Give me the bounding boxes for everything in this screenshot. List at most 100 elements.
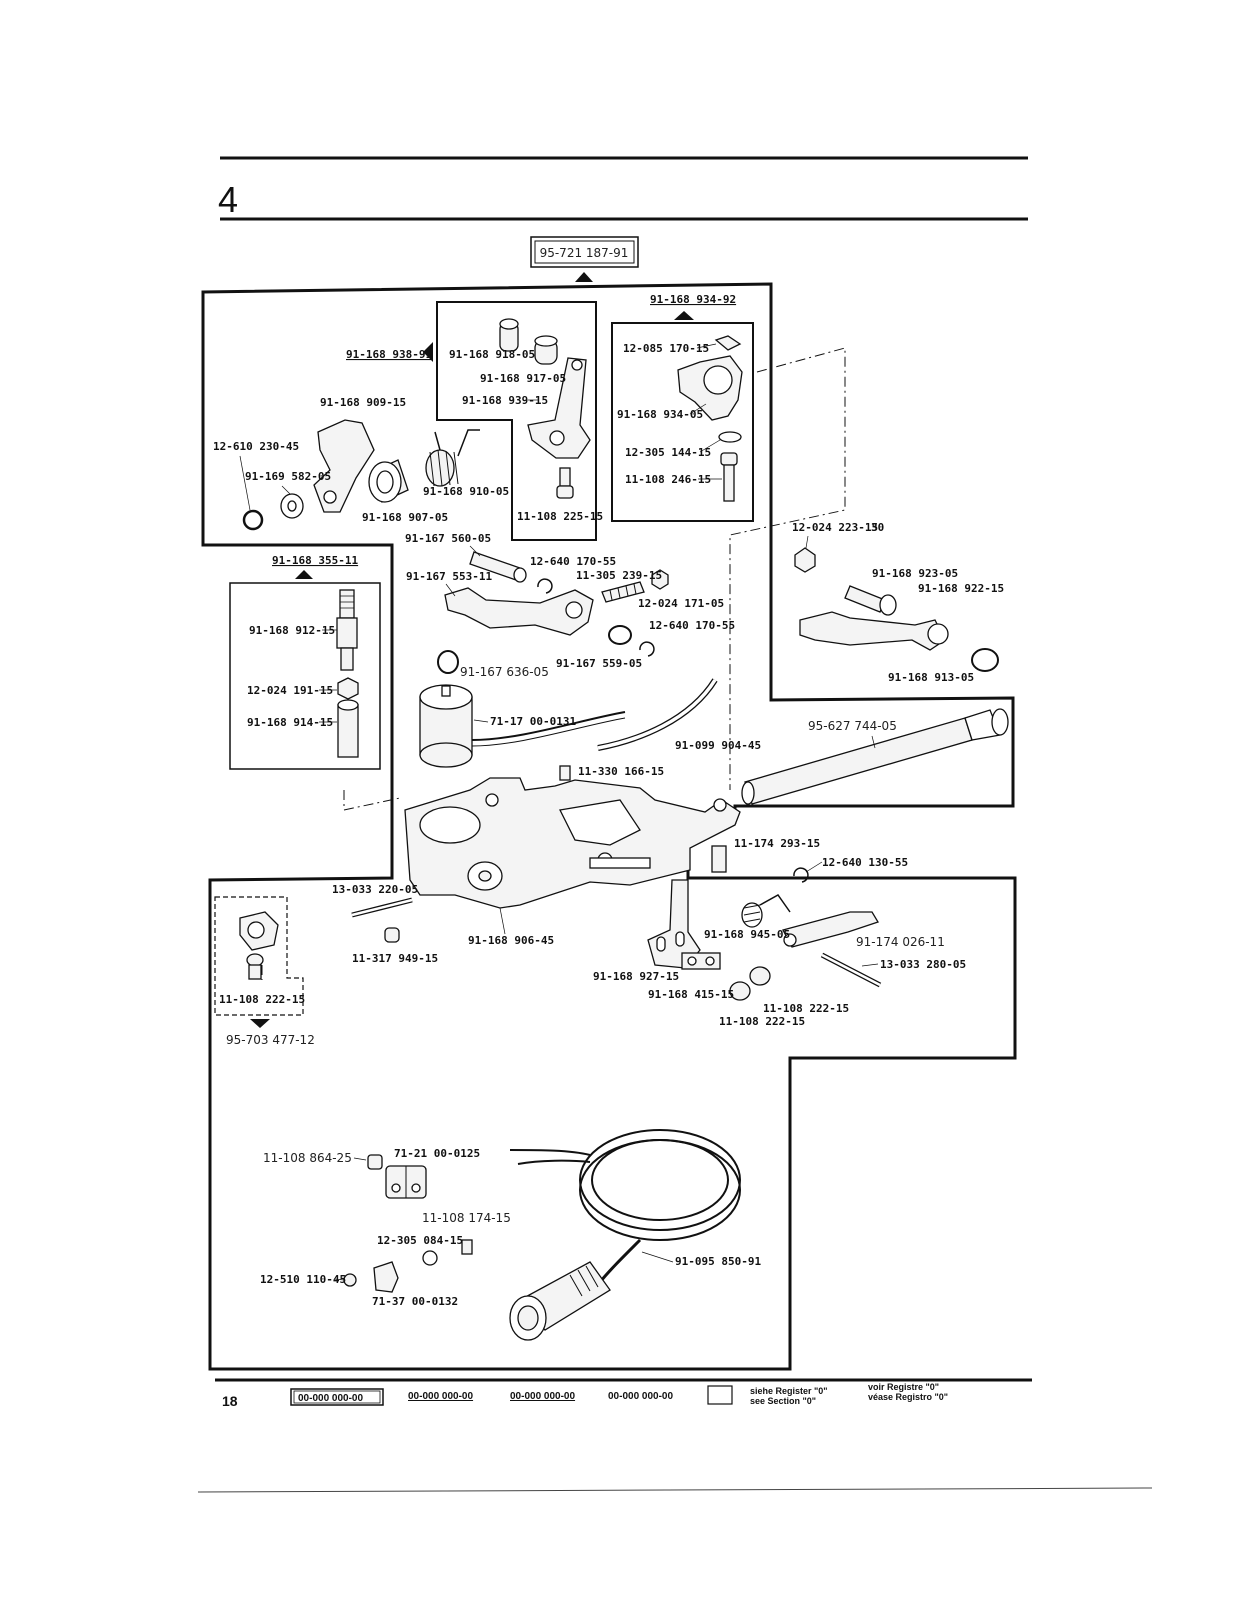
plug-connector-part (509, 1261, 611, 1341)
part-label: 11-317 949-15 (352, 952, 438, 965)
part-label: 91-095 850-91 (675, 1255, 761, 1268)
part-label: 91-168 910-05 (423, 485, 509, 498)
stud-part (336, 589, 358, 671)
nut-part (337, 677, 359, 700)
screw-part (711, 845, 727, 873)
part-label: 11-108 174-15 (422, 1211, 511, 1225)
part-label: 91-168 927-15 (593, 970, 679, 983)
screw-part (556, 467, 574, 499)
solenoid-part (419, 684, 473, 768)
part-label: 91-168 913-05 (888, 671, 974, 684)
spring-part (601, 581, 645, 603)
part-label: 91-168 923-05 (872, 567, 958, 580)
footer-note-es: véase Registro "0" (868, 1392, 948, 1402)
part-label: 91-168 939-15 (462, 394, 548, 407)
part-label: 91-168 912-15 (249, 624, 335, 637)
part-label: 13-033 280-05 (880, 958, 966, 971)
footer-code-dashed: 00-000 000-00 (510, 1391, 575, 1402)
nut-part (651, 569, 669, 590)
part-label: 12-640 130-55 (822, 856, 908, 869)
screw-part (720, 452, 738, 502)
part-label: 11-108 222-15 (719, 1015, 805, 1028)
part-label: 11-108 222-15 (219, 993, 305, 1006)
part-label: 91-168 415-15 (648, 988, 734, 1001)
part-label: 91-167 553-11 (406, 570, 492, 583)
part-label: 95-627 744-05 (808, 719, 897, 733)
footer-note-en: see Section "0" (750, 1396, 816, 1406)
part-label: 11-330 166-15 (578, 765, 664, 778)
lever-part (527, 357, 591, 459)
arrow-up-icon (575, 272, 593, 282)
footer-note-de: siehe Register "0" (750, 1386, 828, 1396)
washer-part (718, 431, 742, 443)
spring-clip-part (608, 625, 632, 645)
part-label: 12-085 170-15 (623, 342, 709, 355)
footer-code-underlined: 00-000 000-00 (408, 1391, 473, 1402)
spacer-part (337, 699, 359, 758)
assembly-mid-left-label: 91-168 355-11 (272, 554, 358, 567)
part-label: 91-168 922-15 (918, 582, 1004, 595)
nut-part (714, 335, 742, 351)
pin-part (469, 551, 527, 583)
part-label: 12-305 144-15 (625, 446, 711, 459)
part-label: 11-108 246-15 (625, 473, 711, 486)
part-label: 12-640 170-55 (649, 619, 735, 632)
nut-part (794, 547, 816, 573)
part-label: 91-167 636-05 (460, 665, 549, 679)
part-label: 12-610 230-45 (213, 440, 299, 453)
flanged-bushing-part (368, 459, 409, 503)
part-label: 11-174 293-15 (734, 837, 820, 850)
part-label: 12-510 110-45 (260, 1273, 346, 1286)
section-tag: 30 (871, 521, 884, 534)
cam-lever-part (313, 419, 375, 513)
cable-coil-part (509, 1129, 741, 1283)
retaining-ring-part (242, 509, 264, 531)
e-clip-part (639, 641, 655, 657)
stud-part (844, 585, 897, 616)
part-label: 91-099 904-45 (675, 739, 761, 752)
pin-part (499, 318, 519, 352)
part-label: 12-024 171-05 (638, 597, 724, 610)
wire-part (471, 711, 626, 741)
part-label: 91-169 582-05 (245, 470, 331, 483)
arrow-up-icon (295, 570, 313, 579)
part-label: 12-640 170-55 (530, 555, 616, 568)
part-label: 11-108 225-15 (517, 510, 603, 523)
footer-note-fr: voir Registre "0" (868, 1382, 939, 1392)
bushing-part (534, 335, 558, 365)
section-number: 4 (218, 179, 238, 220)
housing-part (404, 777, 741, 909)
assembly-bottom-left-label: 95-703 477-12 (226, 1033, 315, 1047)
assembly-left-label: 91-168 938-91 (346, 348, 432, 361)
subassembly-box-934 (611, 322, 754, 522)
subassembly-box-938 (436, 301, 597, 541)
page-number: 18 (222, 1393, 238, 1409)
arrow-left-icon (423, 342, 433, 362)
part-label: 91-174 026-11 (856, 935, 945, 949)
washer-part (422, 1250, 438, 1266)
assembly-top-label: 95-721 187-91 (540, 246, 629, 260)
part-label: 91-167 559-05 (556, 657, 642, 670)
screw-part (367, 1154, 383, 1170)
cable-clamp-part (239, 911, 279, 951)
part-label: 91-168 907-05 (362, 511, 448, 524)
screw-part (729, 966, 771, 1001)
part-label: 11-305 239-15 (576, 569, 662, 582)
part-label: 91-168 909-15 (320, 396, 406, 409)
connector-block-part (385, 1165, 427, 1199)
part-label: 91-168 945-05 (704, 928, 790, 941)
cable-clip-part (373, 1261, 399, 1293)
part-label: 71-37 00-0132 (372, 1295, 458, 1308)
screw-part (461, 1239, 473, 1255)
assembly-top-box (530, 236, 639, 268)
subassembly-box-355 (229, 582, 381, 770)
set-screw-part (559, 765, 571, 781)
set-screw-part (384, 927, 400, 943)
ring-part (437, 650, 459, 674)
part-label: 13-033 220-05 (332, 883, 418, 896)
link-lever-part (444, 587, 594, 636)
footer-code-boxed: 00-000 000-00 (298, 1393, 363, 1404)
part-label: 71-17 00-0131 (490, 715, 576, 728)
